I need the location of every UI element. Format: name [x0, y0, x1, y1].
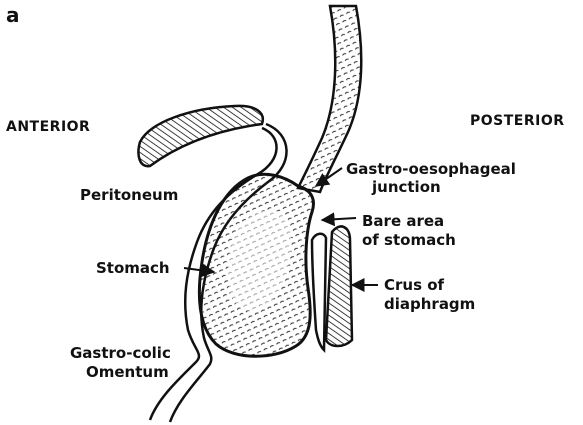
crus-label-2: diaphragm	[384, 295, 475, 313]
bare-area-arrow	[322, 218, 356, 220]
crus-label-1: Crus of	[384, 276, 444, 294]
panel-label: a	[6, 6, 20, 24]
crus-of-diaphragm	[326, 226, 352, 346]
gastro-oesophageal-label-2: junction	[372, 178, 441, 196]
bare-area-label-1: Bare area	[362, 212, 444, 230]
posterior-fold-line	[312, 234, 326, 350]
gastro-colic-label-1: Gastro-colic	[70, 344, 171, 362]
peritoneum-label: Peritoneum	[80, 186, 178, 204]
anterior-wall-band	[138, 106, 262, 166]
anterior-label: ANTERIOR	[6, 118, 90, 136]
posterior-label: POSTERIOR	[470, 112, 565, 130]
bare-area-label-2: of stomach	[362, 231, 456, 249]
stomach-label: Stomach	[96, 259, 170, 277]
gastro-oesophageal-label-1: Gastro-oesophageal	[346, 160, 516, 178]
gastro-colic-label-2: Omentum	[86, 363, 169, 381]
